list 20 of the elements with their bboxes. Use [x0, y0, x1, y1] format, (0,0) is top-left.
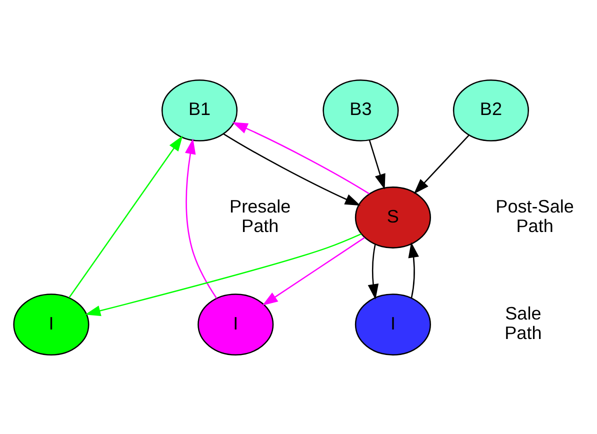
node-ellipse: B3 — [322, 79, 399, 141]
node-ellipse: B1 — [161, 79, 238, 141]
arrow — [368, 140, 386, 190]
node-ellipse: I — [354, 293, 431, 355]
arrow — [68, 135, 183, 298]
label: Post-Sale Path — [496, 196, 574, 236]
arrow — [262, 236, 365, 306]
node-ellipse: B2 — [452, 79, 530, 141]
arrow — [185, 138, 218, 298]
arrow — [408, 242, 419, 298]
arrow — [85, 232, 362, 316]
node-ellipse: S — [354, 186, 431, 248]
label: Presale Path — [230, 196, 291, 236]
arrow — [414, 134, 470, 194]
label: Sale Path — [504, 303, 542, 342]
node-ellipse: I — [198, 293, 274, 355]
arrow — [223, 132, 361, 206]
arrow — [368, 244, 379, 300]
node-ellipse: I — [13, 293, 90, 355]
arrow — [232, 122, 370, 194]
